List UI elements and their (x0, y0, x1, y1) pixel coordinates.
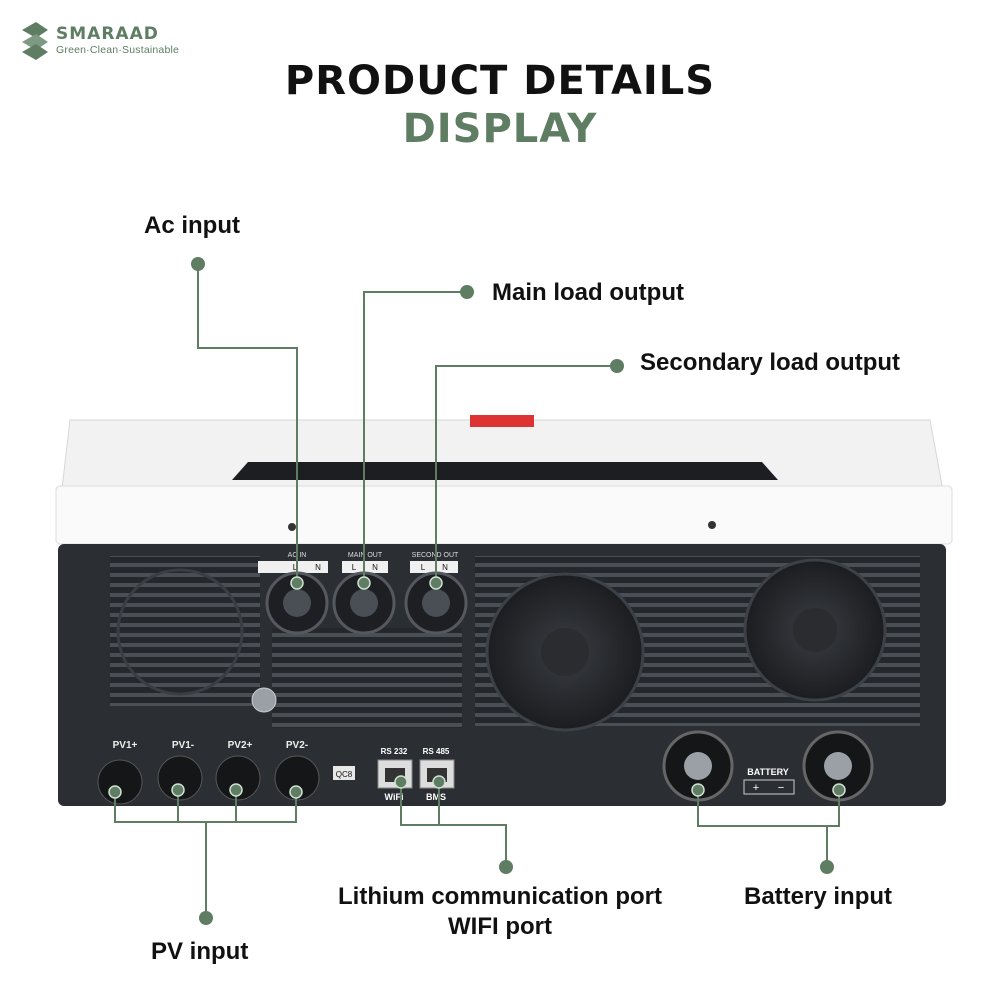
ac-input-gland (265, 571, 329, 635)
rs232-label: RS 232 (381, 747, 408, 756)
second-out-n: N (442, 563, 448, 572)
pv2-plus-label: PV2+ (228, 740, 253, 751)
ac-in-l: L (293, 563, 298, 572)
dry-contact-label: QC8 (336, 770, 353, 779)
page-subtitle: DISPLAY (402, 106, 598, 152)
callout-main-load-output: Main load output (492, 279, 684, 306)
battery-terminals (662, 730, 874, 802)
main-out-label: MAIN OUT (348, 552, 383, 559)
second-out-l: L (421, 563, 426, 572)
pv1-minus-label: PV1- (172, 740, 194, 751)
leader-dots (191, 257, 834, 925)
brand-mark-icon (22, 22, 48, 60)
leader-lines (114, 264, 840, 918)
callout-battery-input: Battery input (744, 883, 893, 910)
display-window (232, 462, 778, 480)
ac-in-n: N (315, 563, 321, 572)
brand-logo: SMARAAD Green·Clean·Sustainable (18, 14, 218, 74)
device-front-lip (55, 485, 953, 545)
battery-plus-label: + (753, 782, 759, 794)
callout-pv-input: PV input (151, 938, 249, 965)
main-out-l: L (352, 563, 357, 572)
main-out-gland (332, 571, 396, 635)
second-out-gland (404, 571, 468, 635)
wifi-label: WiFi (385, 792, 404, 802)
page-title: PRODUCT DETAILS (284, 58, 716, 104)
callout-wifi-port: WIFI port (448, 913, 552, 940)
bms-label: BMS (426, 792, 446, 802)
ground-terminal (251, 687, 277, 713)
battery-label: BATTERY (747, 767, 789, 777)
brand-name: SMARAAD (56, 24, 159, 44)
pv1-plus-label: PV1+ (113, 740, 138, 751)
terminal-dots (108, 576, 846, 799)
callout-ac-input: Ac input (144, 212, 240, 239)
battery-minus-label: − (778, 782, 784, 794)
callout-lithium-comm-port: Lithium communication port (338, 883, 662, 910)
pv2-minus-label: PV2- (286, 740, 308, 751)
brand-badge (470, 415, 534, 427)
callout-secondary-load-output: Secondary load output (640, 349, 901, 376)
rs485-label: RS 485 (423, 747, 450, 756)
brand-tagline: Green·Clean·Sustainable (56, 44, 180, 56)
main-out-n: N (372, 563, 378, 572)
